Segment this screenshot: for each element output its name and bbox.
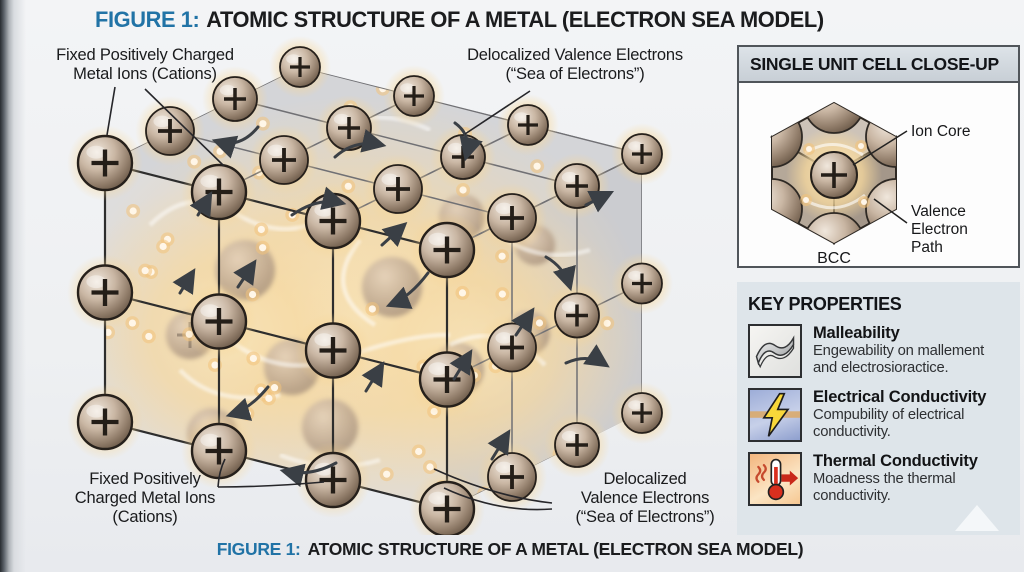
label-leader-line	[144, 88, 225, 167]
electron-motion-arrow	[453, 121, 483, 162]
label-leader-line	[464, 90, 531, 135]
electron-motion-arrow	[189, 191, 213, 218]
cation-ion	[611, 123, 673, 185]
cation-ion	[67, 254, 143, 331]
figure-caption-footer: FIGURE 1: ATOMIC STRUCTURE OF A METAL (EL…	[30, 539, 990, 560]
cation-ion	[67, 384, 143, 460]
ion-core-sphere	[810, 151, 858, 199]
figure-title: ATOMIC STRUCTURE OF A METAL (ELECTRON SE…	[307, 539, 804, 559]
label-leader-line	[433, 468, 553, 504]
cation-ion	[611, 252, 673, 315]
electron-motion-arrow	[385, 271, 430, 309]
electron-sea-diagram: Fixed Positively Charged Metal Ions (Cat…	[30, 35, 735, 535]
figure-title: ATOMIC STRUCTURE OF A METAL (ELECTRON SE…	[206, 7, 824, 32]
cation-ion	[409, 341, 485, 418]
cation-ion	[409, 212, 485, 288]
electron-motion-arrow	[233, 259, 257, 289]
valence-path-label-line3: Path	[911, 239, 943, 256]
malleability-sheet-icon	[748, 324, 802, 378]
cation-ion	[611, 382, 673, 444]
valence-path-label-line2: Electron	[911, 221, 968, 238]
key-properties-title: KEY PROPERTIES	[748, 294, 902, 314]
electron-motion-arrow	[361, 361, 385, 393]
electron-motion-arrow	[290, 186, 347, 217]
electron-motion-arrow	[279, 461, 338, 488]
electron-motion-arrow	[225, 385, 270, 421]
label-leader-line	[443, 487, 553, 511]
cation-ion	[181, 154, 257, 230]
electron-motion-arrow	[172, 268, 196, 295]
metal-lattice-illustration	[67, 36, 673, 535]
label-delocalized-electrons-bottom: Delocalized Valence Electrons (“Sea of E…	[575, 470, 715, 527]
unit-cell-electron-dots	[800, 140, 870, 208]
thermometer-icon	[748, 452, 802, 506]
label-delocalized-electrons-top: Delocalized Valence Electrons (“Sea of E…	[467, 46, 683, 84]
electron-motion-arrow	[544, 255, 576, 292]
cation-ion	[544, 282, 610, 349]
property-description: Moadness the thermal conductivity.	[813, 471, 956, 505]
property-title: Malleability	[813, 324, 900, 342]
cation-ion	[295, 183, 371, 259]
electron-motion-arrow	[584, 190, 615, 213]
property-item-malleability: Malleability Engewability on mallement a…	[748, 324, 1009, 378]
cation-ion	[497, 94, 559, 156]
cation-ion	[249, 125, 319, 195]
label-leader-line	[217, 458, 226, 488]
property-description: Compubility of electrical conductivity.	[813, 407, 965, 441]
cation-ion	[544, 412, 610, 478]
unit-cell-panel-title: SINGLE UNIT CELL CLOSE-UP	[739, 47, 1018, 83]
cation-ion	[477, 312, 547, 383]
label-leader-line	[217, 481, 325, 488]
property-title: Electrical Conductivity	[813, 388, 987, 406]
label-leader-line	[106, 86, 116, 136]
cation-ion	[67, 125, 143, 201]
electron-motion-arrow	[564, 344, 610, 368]
unit-cell-panel: SINGLE UNIT CELL CLOSE-UP	[737, 45, 1020, 268]
cation-ion	[363, 154, 433, 224]
figure-header: FIGURE 1:ATOMIC STRUCTURE OF A METAL (EL…	[95, 7, 824, 33]
property-description: Engewability on mallement and electrosio…	[813, 343, 985, 377]
cation-ion	[135, 96, 205, 166]
cation-ion	[202, 66, 268, 132]
ion-core-label: Ion Core	[911, 123, 970, 140]
cation-ion	[269, 36, 331, 98]
cation-ion	[544, 153, 610, 219]
bcc-unit-cell-illustration: Ion Core Valence Electron Path BCC	[769, 101, 970, 267]
property-item-thermal-conductivity: Thermal Conductivity Moadness the therma…	[748, 452, 1009, 506]
property-title: Thermal Conductivity	[813, 452, 978, 470]
label-fixed-cations-bottom: Fixed Positively Charged Metal Ions (Cat…	[74, 470, 216, 527]
electron-motion-arrow	[449, 349, 473, 381]
cation-ion	[430, 124, 496, 190]
cation-ion	[295, 312, 371, 389]
cation-ion	[181, 283, 257, 360]
lightning-bolt-icon	[748, 388, 802, 442]
electron-motion-arrow	[380, 221, 408, 247]
cation-ion	[477, 183, 547, 253]
electron-motion-arrow	[211, 125, 260, 159]
key-properties-panel: KEY PROPERTIES Malleability Engewability…	[737, 282, 1020, 535]
valence-path-label-line1: Valence	[911, 203, 966, 220]
figure-label: FIGURE 1:	[216, 539, 301, 559]
electron-motion-arrow	[511, 307, 535, 337]
electron-motion-arrow	[487, 429, 511, 461]
book-spine-edge	[0, 0, 26, 572]
electron-motion-arrow	[333, 129, 387, 159]
unit-cell-leader-lines	[852, 130, 908, 224]
cation-ion	[316, 95, 382, 161]
page-curl-watermark	[955, 505, 999, 531]
figure-label: FIGURE 1:	[95, 7, 200, 32]
cation-ion	[477, 442, 547, 512]
label-fixed-cations-top: Fixed Positively Charged Metal Ions (Cat…	[56, 46, 234, 84]
property-item-electrical-conductivity: Electrical Conductivity Compubility of e…	[748, 388, 1009, 442]
cation-ion	[383, 65, 445, 127]
cation-ion	[181, 413, 257, 489]
cation-ion	[295, 442, 371, 518]
bcc-label: BCC	[817, 250, 851, 267]
